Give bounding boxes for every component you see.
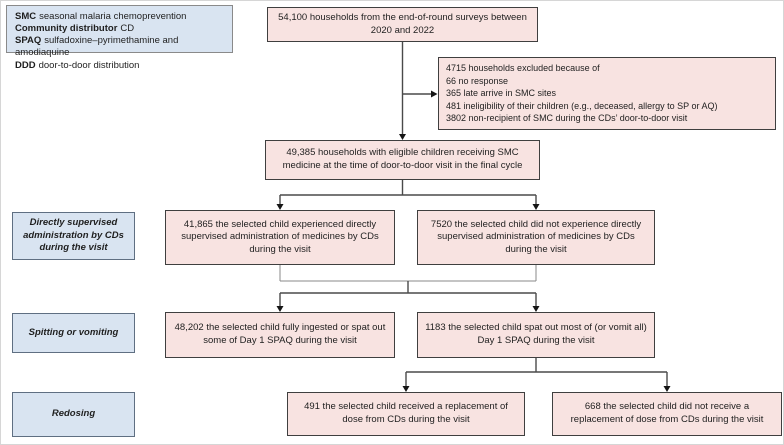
connector-merge-supervision (279, 265, 537, 282)
row-label-redosing: Redosing (12, 392, 135, 437)
box-ingested: 48,202 the selected child fully ingested… (165, 312, 395, 358)
box-text: 48,202 the selected child fully ingested… (174, 322, 386, 346)
row-label-text: Directly supervised administration by CD… (23, 217, 124, 254)
connector-split-redosing (405, 358, 668, 386)
legend-abbr: Community distributor (15, 23, 118, 35)
legend-abbr: SMC (15, 11, 37, 22)
box-total-households: 54,100 households from the end-of-round … (267, 7, 538, 42)
row-label-text: Spitting or vomiting (28, 326, 119, 338)
connector-split-spitting (279, 281, 537, 307)
row-label-supervision: Directly supervised administration by CD… (12, 212, 135, 260)
box-text: 1183 the selected child spat out most of… (425, 322, 647, 346)
box-redosed: 491 the selected child received a replac… (287, 392, 525, 436)
arrowhead-right-icon (431, 90, 438, 98)
row-label-text: Redosing (51, 408, 96, 420)
box-exclusions: 4715 households excluded because of 66 n… (438, 57, 776, 130)
legend-text: door-to-door distribution (38, 59, 140, 71)
legend-text: seasonal malaria chemoprevention (39, 11, 187, 22)
exclusion-line: 3802 non-recipient of SMC during the CDs… (446, 113, 688, 124)
box-text: 49,385 households with eligible children… (282, 147, 523, 171)
exclusion-line: 365 late arrive in SMC sites (446, 88, 557, 99)
box-supervised: 41,865 the selected child experienced di… (165, 210, 395, 265)
legend-abbr: SPAQ (15, 35, 42, 47)
legend-abbr: DDD (15, 59, 36, 71)
row-label-spitting: Spitting or vomiting (12, 313, 135, 353)
legend-text: sulfadoxine–pyrimethamine and amodiaquin… (15, 35, 179, 59)
box-text: 41,865 the selected child experienced di… (181, 218, 379, 255)
connector-split-supervision (279, 180, 537, 205)
box-text: 668 the selected child did not receive a… (570, 401, 764, 425)
box-spat-out: 1183 the selected child spat out most of… (417, 312, 655, 358)
exclusion-line: 66 no response (446, 75, 509, 86)
box-not-redosed: 668 the selected child did not receive a… (552, 392, 782, 436)
exclusion-line: 4715 households excluded because of (446, 63, 600, 73)
box-text: 491 the selected child received a replac… (304, 401, 508, 425)
box-text: 7520 the selected child did not experien… (430, 218, 642, 255)
legend-text: CD (120, 23, 135, 35)
box-text: 54,100 households from the end-of-round … (278, 11, 527, 36)
box-not-supervised: 7520 the selected child did not experien… (417, 210, 655, 265)
exclusion-line: 481 ineligibility of their children (e.g… (446, 100, 718, 111)
box-eligible-households: 49,385 households with eligible children… (265, 140, 540, 180)
